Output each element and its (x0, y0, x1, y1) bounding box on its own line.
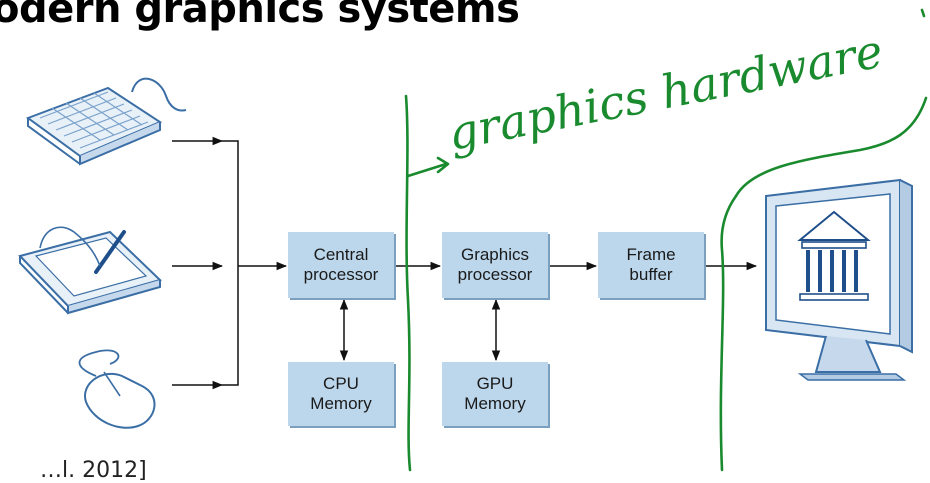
slide-title: odern graphics systems (0, 0, 520, 32)
cpu-memory-box: CPU Memory (288, 362, 394, 426)
frame-buffer-box: Frame buffer (598, 232, 704, 298)
handwritten-text: graphics hardware (444, 24, 887, 161)
connector-lines (172, 136, 758, 390)
central-processor-box: Central processor (288, 232, 394, 298)
handwritten-annotation (404, 8, 928, 472)
tablet-icon (18, 226, 162, 315)
gpu-memory-box: GPU Memory (442, 362, 548, 426)
citation-text: …l. 2012] (40, 458, 147, 483)
graphics-processor-box: Graphics processor (442, 232, 548, 298)
mouse-icon (78, 349, 156, 429)
keyboard-icon (25, 77, 187, 166)
monitor-icon (765, 178, 913, 381)
